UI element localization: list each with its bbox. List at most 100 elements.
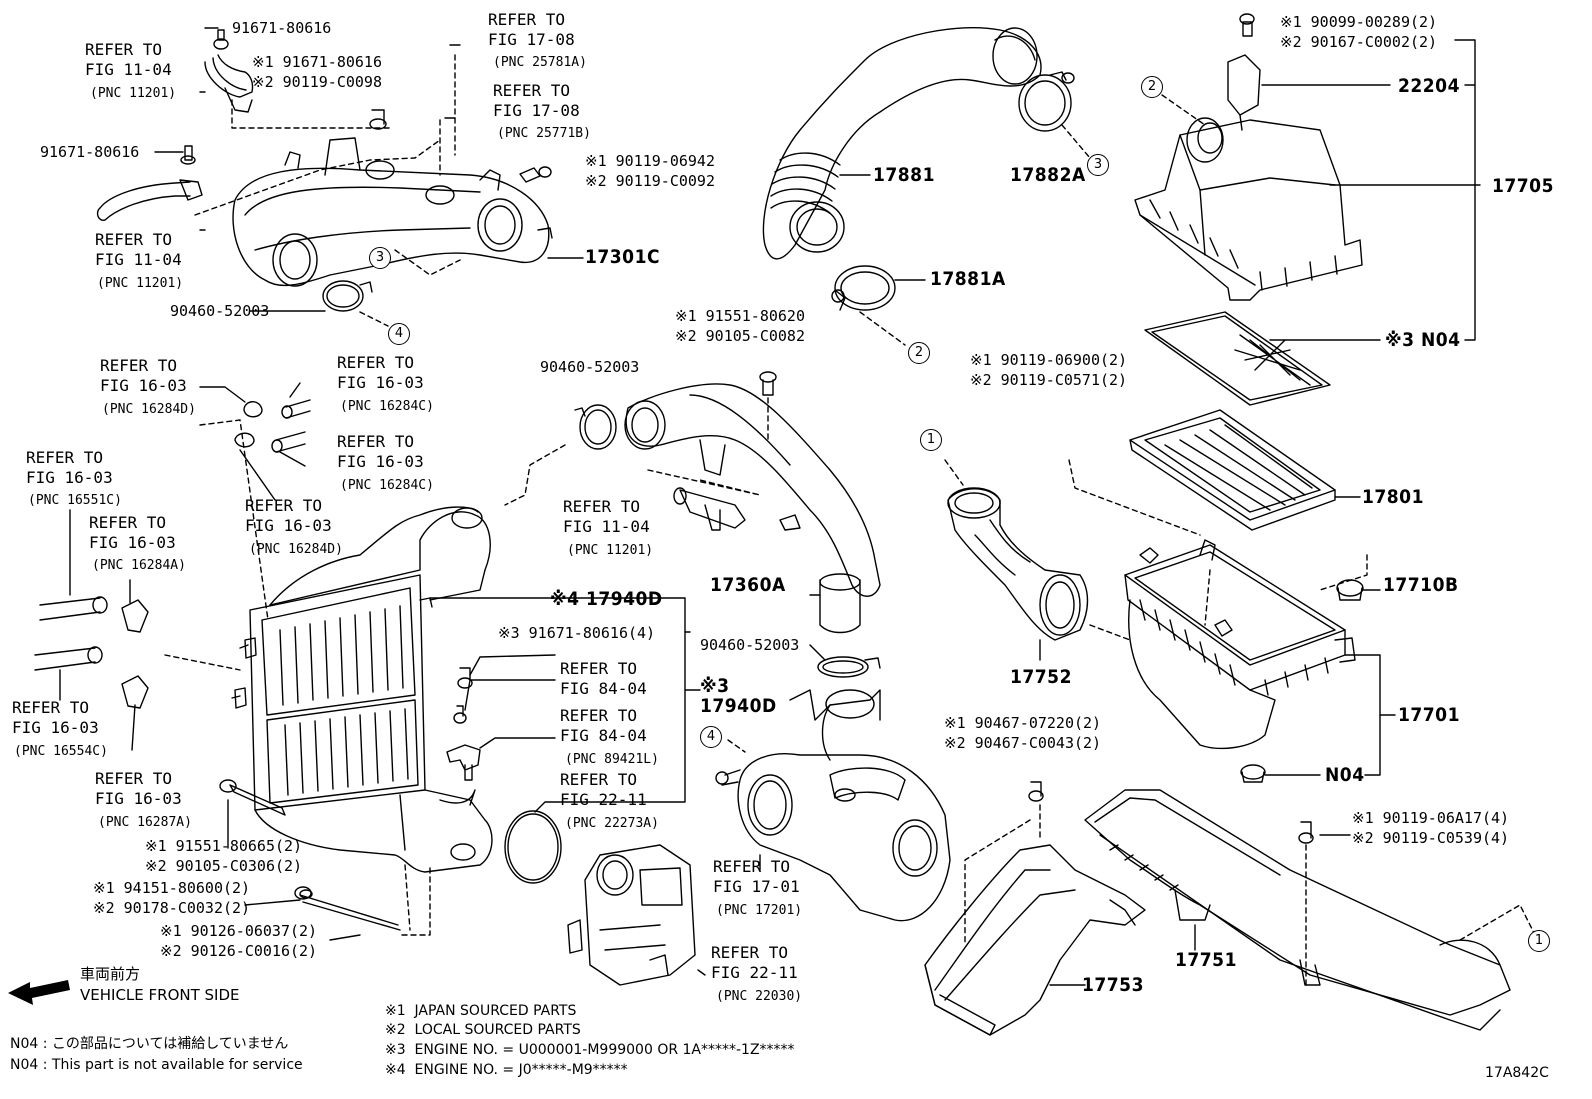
- callout-n04-filter: ※3 N04: [1385, 329, 1461, 351]
- leader-left: [59, 382, 306, 751]
- callout-refer-fig22-11-b: REFER TO FIG 22-11: [711, 943, 798, 982]
- callout-pnc-16284d-a: (PNC 16284D): [102, 402, 196, 417]
- callout-refer-fig17-01: REFER TO FIG 17-01: [713, 857, 800, 896]
- callout-pnc-25771b: (PNC 25771B): [497, 126, 591, 141]
- leader-right-middle: [1264, 589, 1396, 776]
- callout-17301c: 17301C: [585, 246, 661, 268]
- air-cleaner-cap-drawing: [1134, 117, 1363, 301]
- circled-ref-2b: 2: [908, 342, 930, 364]
- leader-dashed-top-left: [194, 54, 461, 327]
- leader-dashed-right-middle: [1068, 459, 1368, 641]
- callout-91551-80620-pair: ※1 91551-80620 ※2 90105-C0082: [675, 307, 805, 345]
- callout-refer-fig84-04-b: REFER TO FIG 84-04: [560, 706, 647, 745]
- intake-elbow-drawing: [715, 689, 951, 922]
- callout-pnc-16551c: (PNC 16551C): [28, 493, 122, 508]
- callout-pnc-22273a: (PNC 22273A): [565, 816, 659, 831]
- callout-refer-fig17-08-a: REFER TO FIG 17-08: [488, 10, 575, 49]
- callout-17940d-s3: ※3 17940D: [700, 675, 777, 717]
- callout-pnc-16284d-b: (PNC 16284D): [249, 542, 343, 557]
- callout-refer-fig11-04-top: REFER TO FIG 11-04: [85, 40, 172, 79]
- callout-pnc-11201-top: (PNC 11201): [90, 86, 177, 101]
- callout-17801: 17801: [1362, 486, 1424, 508]
- callout-pnc-16284c-a: (PNC 16284C): [340, 399, 434, 414]
- intake-pipe-17301c-drawing: [232, 137, 553, 287]
- callout-pnc-16284a: (PNC 16284A): [92, 558, 186, 573]
- callout-90119-06942-pair: ※1 90119-06942 ※2 90119-C0092: [585, 152, 715, 190]
- airflow-sensor-22204-drawing: [1227, 13, 1261, 131]
- callout-refer-fig11-04-c: REFER TO FIG 11-04: [563, 497, 650, 536]
- legend-2: ※2 LOCAL SOURCED PARTS: [385, 1022, 581, 1038]
- callout-pnc-25781a: (PNC 25781A): [493, 55, 587, 70]
- callout-17753: 17753: [1082, 974, 1144, 996]
- callout-refer-fig16-03-h: REFER TO FIG 16-03: [95, 769, 182, 808]
- bypass-hose-left-drawing: [96, 145, 203, 221]
- circled-ref-1a: 1: [920, 429, 942, 451]
- hose-pieces-left-drawing: [34, 399, 311, 709]
- leader-dashed-bottom-right: [964, 804, 1536, 986]
- footnote-n04-en: N04 : This part is not available for ser…: [10, 1057, 303, 1073]
- hose-clamp-drawing: [322, 280, 373, 312]
- leader-bracket: [429, 597, 701, 813]
- legend-1: ※1 JAPAN SOURCED PARTS: [385, 1003, 577, 1019]
- callout-90119-06a17-pair: ※1 90119-06A17(4) ※2 90119-C0539(4): [1352, 809, 1510, 847]
- callout-pnc-16554c: (PNC 16554C): [14, 744, 108, 759]
- bolt-small-drawing: [369, 109, 552, 183]
- callout-refer-fig16-03-e: REFER TO FIG 16-03: [89, 513, 176, 552]
- callout-pnc-16287a: (PNC 16287A): [98, 815, 192, 830]
- pcv-fitting-drawing: [673, 487, 746, 531]
- air-intake-17753-drawing: [924, 844, 1146, 1036]
- leader-top-right: [1261, 39, 1481, 498]
- callout-pnc-11201-c: (PNC 11201): [567, 543, 654, 558]
- legend-3: ※3 ENGINE NO. = U000001-M999000 OR 1A***…: [385, 1042, 795, 1058]
- callout-90460-52003-lower: 90460-52003: [700, 636, 800, 654]
- callout-17881: 17881: [873, 164, 935, 186]
- callout-refer-fig11-04-mid: REFER TO FIG 11-04: [95, 230, 182, 269]
- figure-code: 17A842C: [1485, 1065, 1549, 1081]
- callout-pnc-16284c-b: (PNC 16284C): [340, 478, 434, 493]
- footnote-n04-ja: N04 : この部品については補給していません: [10, 1036, 289, 1052]
- callout-17881a: 17881A: [930, 268, 1006, 290]
- callout-refer-fig16-03-c: REFER TO FIG 16-03: [337, 432, 424, 471]
- callout-17752: 17752: [1010, 666, 1072, 688]
- callout-refer-fig16-03-b: REFER TO FIG 16-03: [337, 353, 424, 392]
- callout-90460-52003-top: 90460-52003: [170, 302, 270, 320]
- callout-pnc-17201: (PNC 17201): [716, 903, 803, 918]
- callout-refer-fig16-03-d: REFER TO FIG 16-03: [26, 448, 113, 487]
- intercooler-dashed: [164, 419, 431, 936]
- legend-4: ※4 ENGINE NO. = J0*****-M9*****: [385, 1062, 628, 1078]
- callout-90467-07220-pair: ※1 90467-07220(2) ※2 90467-C0043(2): [944, 714, 1102, 752]
- clamp-center-drawing: [574, 404, 881, 678]
- circled-ref-2a: 2: [1141, 76, 1163, 98]
- callout-17360a: 17360A: [710, 574, 786, 596]
- callout-90126-06037-pair: ※1 90126-06037(2) ※2 90126-C0016(2): [160, 922, 318, 960]
- callout-91671-80616-left: 91671-80616: [40, 143, 140, 161]
- leader-dashed-top-right: [1161, 94, 1206, 126]
- sensor-parts-drawing: [446, 667, 562, 884]
- front-arrow-icon: [8, 980, 70, 1005]
- pipe-17360a-drawing: [624, 383, 881, 634]
- callout-pnc-11201-mid: (PNC 11201): [97, 276, 184, 291]
- circled-ref-4a: 4: [388, 323, 410, 345]
- callout-pnc-89421l: (PNC 89421L): [565, 752, 659, 767]
- air-hose-17881-drawing: [762, 27, 1042, 260]
- bolt-center-drawing: [759, 371, 777, 396]
- callout-90119-06900-pair: ※1 90119-06900(2) ※2 90119-C0571(2): [970, 351, 1128, 389]
- air-cleaner-case-drawing: [1124, 539, 1356, 750]
- air-duct-17752-drawing: [947, 487, 1089, 641]
- callout-17751: 17751: [1175, 949, 1237, 971]
- circled-ref-4b: 4: [700, 726, 722, 748]
- clamp-17882a-drawing: [1018, 71, 1075, 132]
- callout-17710b: 17710B: [1383, 574, 1459, 596]
- grommet-drawing: [1240, 579, 1364, 783]
- callout-refer-fig84-04-a: REFER TO FIG 84-04: [560, 659, 647, 698]
- callout-pnc-22030: (PNC 22030): [716, 989, 803, 1004]
- callout-refer-fig16-03-g: REFER TO FIG 16-03: [12, 698, 99, 737]
- callout-17882a: 17882A: [1010, 164, 1086, 186]
- front-side-ja: 車両前方: [80, 965, 141, 983]
- intercooler-bolts-drawing: [219, 779, 401, 931]
- intercooler-drawing: [231, 506, 493, 873]
- callout-90099-00289-pair: ※1 90099-00289(2) ※2 90167-C0002(2): [1280, 13, 1438, 51]
- air-intake-17751-drawing: [1084, 789, 1511, 1031]
- callout-refer-fig16-03-f: REFER TO FIG 16-03: [245, 496, 332, 535]
